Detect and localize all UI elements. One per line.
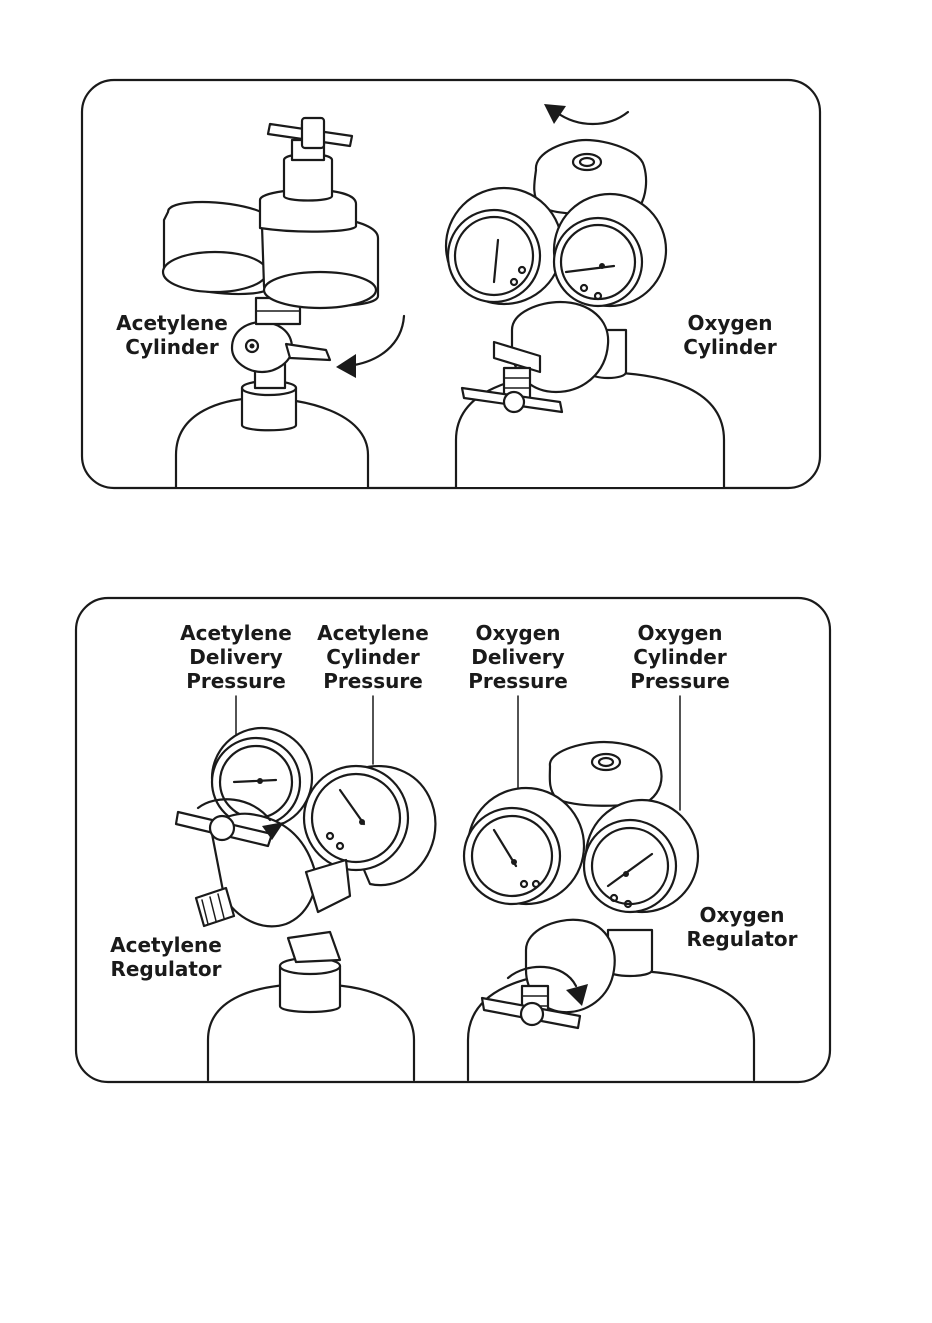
label-line-3: Pressure [186, 669, 286, 693]
label-acetylene: Acetylene [116, 311, 228, 335]
label-line-1: Oxygen [475, 621, 560, 645]
label-line-3: Pressure [468, 669, 568, 693]
oxygen-cylinder-label: Oxygen Cylinder [683, 311, 777, 359]
oxygen-cylinder-pressure-label: Oxygen Cylinder Pressure [630, 621, 730, 693]
oxygen-delivery-pressure-label: Oxygen Delivery Pressure [468, 621, 568, 693]
panel-bottom: Acetylene Delivery Pressure Acetylene Cy… [76, 598, 830, 1082]
label-regulator: Regulator [110, 957, 221, 981]
acetylene-rotation-arrow [348, 316, 404, 366]
acetylene-cylinder-top: Acetylene Cylinder [116, 118, 404, 487]
oxygen-regulator-label: Oxygen Regulator [686, 903, 797, 951]
oxygen-valve-knob [550, 742, 662, 806]
acetylene-delivery-gauge [212, 728, 312, 828]
label-line-1: Oxygen [637, 621, 722, 645]
label-line-2: Cylinder [633, 645, 727, 669]
label-line-2: Delivery [471, 645, 564, 669]
oxygen-cylinder-body [456, 372, 724, 487]
acetylene-valve-lever [286, 344, 330, 360]
label-acetylene: Acetylene [110, 933, 222, 957]
label-line-2: Delivery [189, 645, 282, 669]
label-cylinder: Cylinder [125, 335, 219, 359]
label-oxygen: Oxygen [699, 903, 784, 927]
acetylene-delivery-pressure-label: Acetylene Delivery Pressure [180, 621, 292, 693]
oxygen-rotation-arrow [556, 112, 628, 124]
label-line-3: Pressure [630, 669, 730, 693]
oxygen-cylinder-top: Oxygen Cylinder [446, 104, 777, 487]
label-line-1: Acetylene [317, 621, 429, 645]
label-cylinder: Cylinder [683, 335, 777, 359]
label-line-2: Cylinder [326, 645, 420, 669]
label-line-3: Pressure [323, 669, 423, 693]
label-line-1: Acetylene [180, 621, 292, 645]
label-regulator: Regulator [686, 927, 797, 951]
oxygen-cylinder-body [468, 970, 754, 1080]
acetylene-cylinder-bottom: Acetylene Regulator [110, 728, 435, 1080]
oxygen-gauge-right-top [554, 194, 666, 306]
panel-top: Acetylene Cylinder [82, 80, 820, 488]
acetylene-cylinder-label: Acetylene Cylinder [116, 311, 228, 359]
oxygen-delivery-gauge [464, 788, 584, 904]
oxygen-cylinder-gauge [584, 800, 698, 912]
oxygen-gauge-left-top [446, 188, 562, 304]
acetylene-valve-knob [232, 322, 292, 372]
oxygen-cylinder-bottom: Oxygen Regulator [464, 742, 798, 1080]
acetylene-regulator-label: Acetylene Regulator [110, 933, 222, 981]
acetylene-cylinder-pressure-label: Acetylene Cylinder Pressure [317, 621, 429, 693]
label-oxygen: Oxygen [687, 311, 772, 335]
